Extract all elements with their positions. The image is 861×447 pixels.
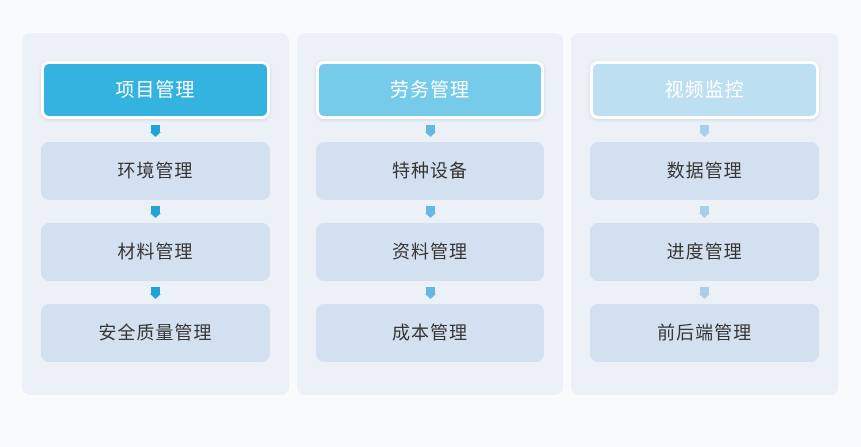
column-2-node-2-label: 资料管理 (392, 242, 468, 262)
column-3-header-node[interactable]: 视频监控 (590, 61, 820, 119)
column-3-node-1-label: 数据管理 (666, 161, 743, 181)
column-2-node-2[interactable]: 资料管理 (315, 223, 545, 281)
arrow-down-icon (699, 205, 711, 218)
column-2-connector-3 (316, 281, 545, 304)
arrow-down-icon (149, 205, 161, 218)
column-1-node-1-label: 环境管理 (117, 161, 194, 181)
column-1-node-3-label: 安全质量管理 (98, 323, 213, 343)
arrow-down-icon (424, 286, 436, 299)
column-2-node-3-label: 成本管理 (392, 323, 468, 343)
column-2-node-1-label: 特种设备 (392, 161, 468, 181)
column-1-connector-1 (41, 119, 270, 142)
column-3-node-1[interactable]: 数据管理 (590, 142, 820, 200)
column-3-node-3[interactable]: 前后端管理 (590, 304, 820, 362)
column-2-connector-1 (316, 119, 545, 142)
column-3-spacer (590, 362, 819, 369)
column-3-connector-3 (590, 281, 819, 304)
arrow-down-icon (424, 124, 436, 137)
arrow-down-icon (149, 286, 161, 299)
arrow-down-icon (424, 205, 436, 218)
column-1-node-3[interactable]: 安全质量管理 (41, 304, 270, 362)
column-2-header-node[interactable]: 劳务管理 (315, 61, 545, 119)
column-2-node-1[interactable]: 特种设备 (315, 142, 545, 200)
column-1-header-node[interactable]: 项目管理 (41, 61, 270, 119)
column-1-node-2-label: 材料管理 (117, 242, 194, 262)
column-3-connector-2 (590, 200, 819, 223)
column-3-node-2-label: 进度管理 (666, 242, 743, 262)
column-1-node-1[interactable]: 环境管理 (41, 142, 270, 200)
column-3-header-label: 视频监控 (664, 79, 745, 101)
column-2-connector-2 (316, 200, 545, 223)
column-1-spacer (41, 362, 270, 369)
arrow-down-icon (149, 124, 161, 137)
column-3-node-2[interactable]: 进度管理 (590, 223, 820, 281)
column-panel-2: 劳务管理 特种设备 资料管理 (296, 33, 564, 395)
column-panel-3: 视频监控 数据管理 进度管理 (571, 33, 839, 395)
column-1-header-label: 项目管理 (115, 79, 196, 101)
arrow-down-icon (699, 286, 711, 299)
column-1-node-2[interactable]: 材料管理 (41, 223, 270, 281)
column-group: 项目管理 环境管理 材料管理 (22, 33, 839, 395)
column-3-connector-1 (590, 119, 819, 142)
column-2-header-label: 劳务管理 (390, 79, 471, 101)
column-2-spacer (316, 362, 545, 369)
column-1-connector-3 (41, 281, 270, 304)
arrow-down-icon (699, 124, 711, 137)
column-panel-1: 项目管理 环境管理 材料管理 (22, 33, 289, 395)
column-1-connector-2 (41, 200, 270, 223)
column-3-node-3-label: 前后端管理 (657, 323, 753, 343)
column-2-node-3[interactable]: 成本管理 (315, 304, 545, 362)
